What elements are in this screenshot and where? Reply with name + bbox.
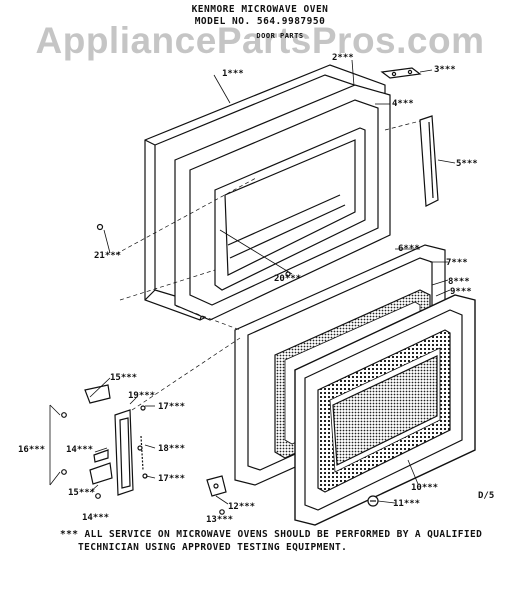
screw-11	[367, 495, 379, 507]
latch-assembly	[61, 384, 148, 499]
callout-21: 21***	[94, 251, 121, 261]
callout-16: 16***	[18, 445, 45, 455]
callout-15a: 15***	[110, 373, 137, 383]
callout-18: 18***	[158, 444, 185, 454]
callout-20: 20***	[274, 274, 301, 284]
callout-14b: 14***	[82, 513, 109, 523]
screw-13	[219, 509, 225, 515]
hinge-bracket-top	[380, 67, 422, 79]
callout-15b: 15***	[68, 488, 95, 498]
side-trim-strip	[419, 115, 439, 207]
screw-21	[96, 223, 104, 231]
callout-6: 6***	[398, 244, 420, 254]
hinge-bracket-bottom	[206, 475, 227, 497]
callout-8: 8***	[448, 277, 470, 287]
service-footnote-line1: *** ALL SERVICE ON MICROWAVE OVENS SHOUL…	[60, 529, 483, 540]
callout-5: 5***	[456, 159, 478, 169]
callout-4: 4***	[392, 99, 414, 109]
service-footnote-line2: TECHNICIAN USING APPROVED TESTING EQUIPM…	[78, 542, 348, 553]
page-code: D/5	[478, 491, 494, 501]
callout-17b: 17***	[158, 474, 185, 484]
callout-9: 9***	[450, 287, 472, 297]
model-number: MODEL NO. 564.9987950	[194, 16, 326, 27]
callout-3: 3***	[434, 65, 456, 75]
callout-2: 2***	[332, 53, 354, 63]
callout-7: 7***	[446, 258, 468, 268]
callout-17a: 17***	[158, 402, 185, 412]
diagram-title: KENMORE MICROWAVE OVEN	[191, 4, 329, 15]
callout-13: 13***	[206, 515, 233, 525]
section-title: DOOR PARTS	[256, 32, 304, 40]
callout-19: 19***	[128, 391, 155, 401]
watermark-text: AppliancePartsPros.com	[35, 20, 485, 61]
callout-10: 10***	[411, 483, 438, 493]
callout-12: 12***	[228, 502, 255, 512]
callout-14a: 14***	[66, 445, 93, 455]
callout-11: 11***	[393, 499, 420, 509]
callout-1: 1***	[222, 69, 244, 79]
door-front-frame	[294, 294, 476, 526]
